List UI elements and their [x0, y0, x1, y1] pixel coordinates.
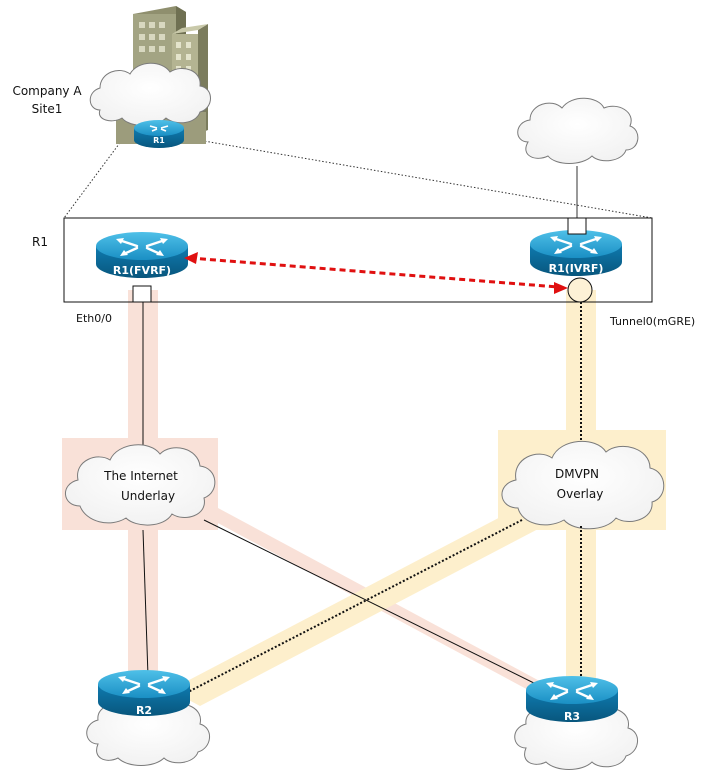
- overlay-link-r2: [187, 519, 523, 693]
- eth0-label: Eth0/0: [76, 312, 112, 325]
- r1-fvrf-label: R1(FVRF): [113, 264, 171, 277]
- r3-router[interactable]: R3: [526, 676, 618, 723]
- r2-label: R2: [136, 704, 152, 717]
- r3-label: R3: [564, 710, 580, 723]
- underlay-link-r3: [203, 519, 549, 691]
- site-label-line2: Site1: [32, 102, 63, 116]
- r1-ivrf-router[interactable]: R1(IVRF): [530, 230, 622, 276]
- vrf-crossconnect-arrow: [184, 252, 568, 294]
- r1-ivrf-label: R1(IVRF): [549, 262, 604, 275]
- eth0-port[interactable]: [132, 285, 152, 303]
- r1-router-box: [63, 217, 653, 303]
- site-label-line1: Company A: [12, 84, 82, 98]
- site-cloud: [89, 62, 211, 126]
- r2-lan-cloud: [86, 696, 210, 766]
- site-r1-label: R1: [153, 136, 165, 145]
- site-r1-router[interactable]: R1: [134, 120, 184, 148]
- inner-lan-cloud: [517, 97, 639, 164]
- internet-cloud-line1: The Internet: [103, 469, 178, 483]
- r1-fvrf-router[interactable]: R1(FVRF): [96, 232, 188, 278]
- internet-cloud: The Internet Underlay: [65, 444, 216, 526]
- ivrf-lan-port[interactable]: [567, 217, 587, 235]
- r2-router[interactable]: R2: [98, 670, 190, 717]
- r1-box-label: R1: [32, 235, 48, 249]
- dmvpn-cloud: DMVPN Overlay: [501, 440, 665, 530]
- tunnel0-interface[interactable]: [567, 277, 593, 303]
- tunnel0-label: Tunnel0(mGRE): [609, 315, 695, 328]
- internet-cloud-line2: Underlay: [121, 489, 175, 503]
- underlay-link-r2: [142, 529, 149, 677]
- dmvpn-cloud-line1: DMVPN: [555, 467, 599, 481]
- zoom-line-left: [63, 139, 123, 219]
- dmvpn-cloud-line2: Overlay: [557, 487, 604, 501]
